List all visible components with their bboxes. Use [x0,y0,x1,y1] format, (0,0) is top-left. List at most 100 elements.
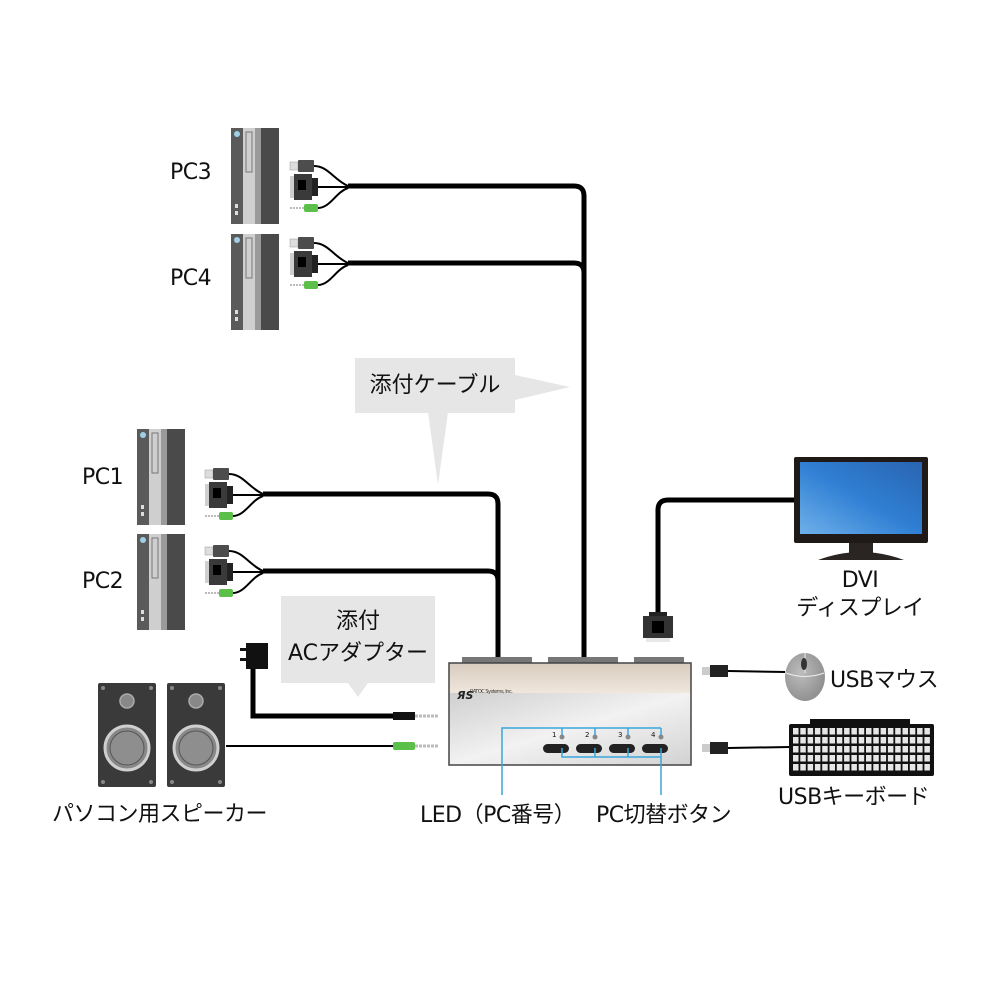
keyboard-key [793,746,799,753]
keyboard-key [858,728,865,735]
keyboard-key [917,764,923,771]
keyboard-key [844,755,850,762]
keyboard-key [895,728,901,735]
display-cable [655,497,796,622]
keyboard-key [851,728,857,735]
keyboard-key [844,737,850,744]
keyboard-key [880,746,887,753]
keyboard-key [814,746,821,753]
keyboard-key [902,764,908,771]
keyboard-key [866,728,872,735]
keyboard-key [858,764,865,771]
keyboard-key [895,764,901,771]
keyboard-key [814,755,821,762]
keyboard-key [902,737,908,744]
keyboard-key [873,746,879,753]
keyboard-key [902,755,908,762]
keyboard-key [887,755,894,762]
led-3 [625,734,631,740]
keyboard-key [793,737,799,744]
pc2-label: PC2 [82,569,124,594]
keyboard-key [807,755,814,762]
display-label: DVI ディスプレイ [790,567,930,623]
keyboard-key [807,737,814,744]
keyboard-key [873,755,879,762]
keyboard-key [880,728,887,735]
keyboard-key [814,737,821,744]
cable-callout-tail-down [428,412,448,485]
speaker-right-icon [165,681,227,789]
keyboard-icon [789,719,934,776]
led-label: LED（PC番号） [420,803,576,828]
speaker-audio-plug-icon [393,742,438,750]
port-number-4: 4 [651,731,655,739]
keyboard-key [902,728,908,735]
pc2-cable [263,568,501,582]
keyboard-key [880,737,887,744]
keyboard-key [866,764,872,771]
adapter-callout-line2: ACアダプター [287,641,429,666]
keyboard-key [814,728,821,735]
pc3-label: PC3 [170,160,212,185]
cable-callout-tail-right [515,375,570,400]
brand-label: RATOC Systems, Inc. [470,689,513,695]
keyboard-key [822,746,828,753]
keyboard-key [909,746,916,753]
keyboard-key [793,764,799,771]
keyboard-key [895,755,901,762]
pc1-tower-icon [136,428,186,526]
keyboard-key [844,746,850,753]
pc1-cable [263,491,501,662]
keyboard-key [924,728,930,735]
keyboard-key [917,728,923,735]
pc-switch-button-3[interactable] [609,744,635,753]
pc-switch-button-2[interactable] [576,744,602,753]
keyboard-key [917,746,923,753]
keyboard-key [800,755,806,762]
led-4 [658,734,664,740]
ac-adapter-icon [240,643,268,669]
display-label-line2: ディスプレイ [796,596,924,621]
keyboard-key [924,737,930,744]
pc4-cable-connectors-icon [289,236,349,290]
keyboard-key [836,755,843,762]
pc4-label: PC4 [170,266,212,291]
pc1-cable-connectors-icon [204,467,264,521]
keyboard-key [902,746,908,753]
keyboard-key [829,755,835,762]
leader-lines [501,727,662,795]
keyboard-key [887,728,894,735]
keyboard-key [880,764,887,771]
keyboard-key [887,737,894,744]
keyboard-key [917,755,923,762]
pc-switch-button-1[interactable] [543,744,569,753]
keyboard-key [851,737,857,744]
keyboard-key [909,755,916,762]
speakers-label: パソコン用スピーカー [52,802,268,827]
keyboard-key [873,737,879,744]
keyboard-key [844,764,850,771]
keyboard-key [924,746,930,753]
keyboard-key [800,728,806,735]
keyboard-key [829,764,835,771]
led-1 [559,734,565,740]
port-number-1: 1 [552,731,556,739]
keyboard-key [858,746,865,753]
keyboard-key [909,737,916,744]
keyboard-key [917,737,923,744]
keyboard-key [836,746,843,753]
kvm-switch: ЯS [448,657,692,766]
keyboard-key [851,755,857,762]
keyboard-key [866,755,872,762]
keyboard-key [800,737,806,744]
pc-switch-button-4[interactable] [642,744,668,753]
pc1-label: PC1 [82,465,124,490]
svg-text:ЯS: ЯS [456,689,473,702]
keyboard-label: USBキーボード [778,785,930,810]
keyboard-key [895,737,901,744]
pc2-tower-icon [136,533,186,631]
pc3-tower-icon [230,127,280,225]
keyboard-key [844,728,850,735]
keyboard-key [909,728,916,735]
keyboard-cable-plug [702,742,791,754]
